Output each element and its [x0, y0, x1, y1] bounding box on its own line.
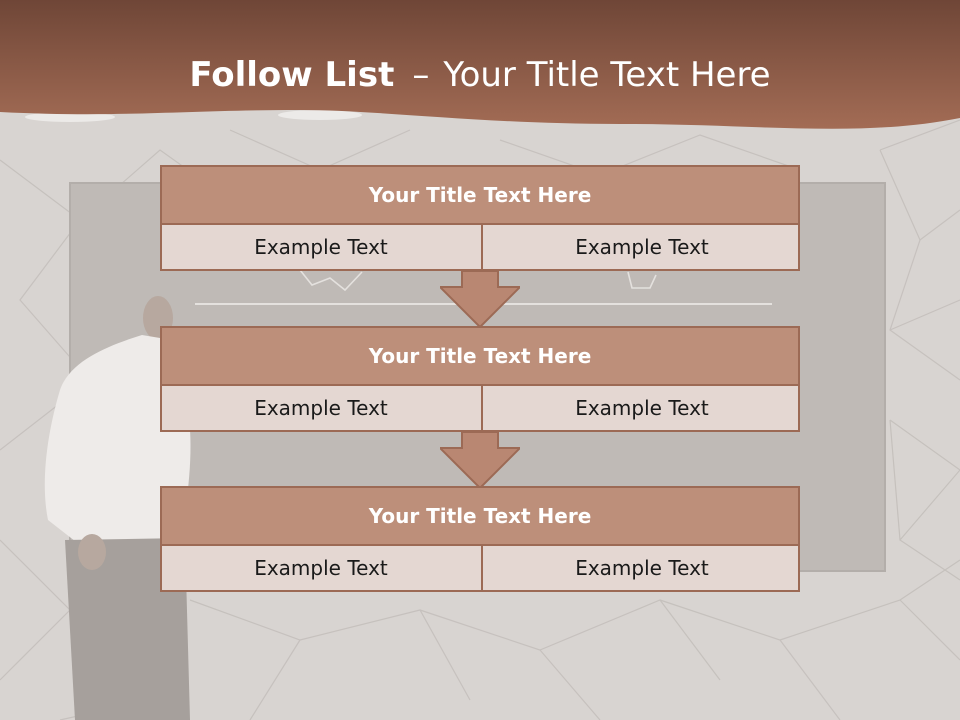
- slide-title: Follow List–Your Title Text Here: [0, 50, 960, 100]
- block-cell-left: Example Text: [254, 396, 388, 420]
- block-cell-right: Example Text: [481, 386, 801, 430]
- block-cell-left: Example Text: [254, 556, 388, 580]
- slide-title-bold: Follow List: [189, 55, 395, 95]
- list-block-3: Your Title Text Here Example Text Exampl…: [160, 486, 800, 592]
- block-cell-right: Example Text: [481, 225, 801, 269]
- block-title: Your Title Text Here: [162, 488, 798, 546]
- down-arrow-icon: [440, 432, 520, 488]
- slide-title-rest: Your Title Text Here: [443, 55, 771, 95]
- list-block-1: Your Title Text Here Example Text Exampl…: [160, 165, 800, 271]
- header-band: [0, 0, 960, 129]
- block-cell-right: Example Text: [481, 546, 801, 590]
- block-title: Your Title Text Here: [162, 328, 798, 386]
- block-title: Your Title Text Here: [162, 167, 798, 225]
- list-block-2: Your Title Text Here Example Text Exampl…: [160, 326, 800, 432]
- slide-title-separator: –: [412, 55, 430, 95]
- down-arrow-icon: [440, 271, 520, 327]
- block-cell-left: Example Text: [254, 235, 388, 259]
